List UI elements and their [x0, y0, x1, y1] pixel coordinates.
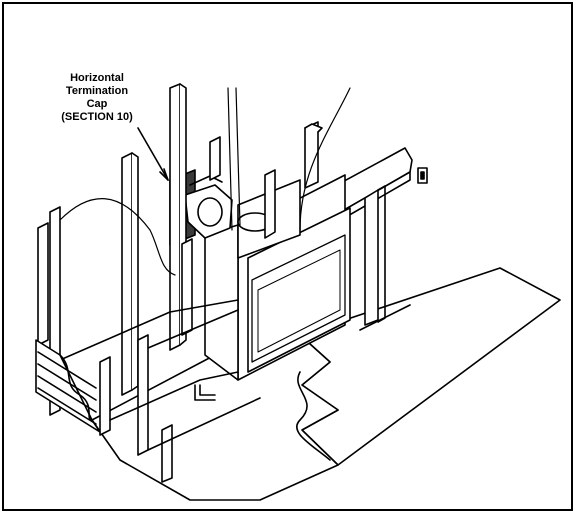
wall-switch-icon: [417, 167, 428, 184]
callout-leader-arrow: [137, 127, 169, 181]
callout-line-3: Cap: [86, 98, 108, 110]
gas-line: [194, 384, 216, 401]
callout-line-1: Horizontal: [70, 72, 124, 84]
termination-cap-callout: Horizontal Termination Cap (SECTION 10): [42, 72, 152, 124]
exterior-siding: [35, 339, 101, 433]
fireplace-unit: [204, 174, 351, 381]
framing-plates: [59, 299, 261, 451]
wiring: [59, 87, 351, 276]
callout-line-4: (SECTION 10): [61, 111, 133, 123]
wall-framing: [37, 83, 323, 483]
callout-line-2: Termination: [65, 85, 129, 97]
